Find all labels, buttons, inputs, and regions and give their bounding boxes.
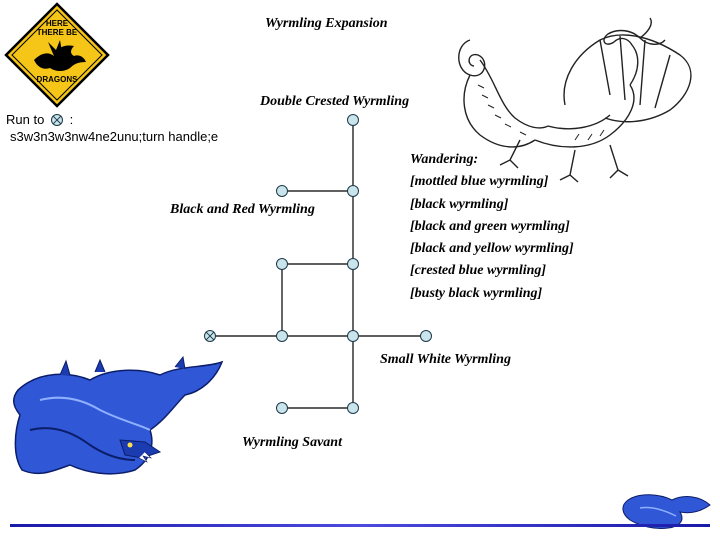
wandering-item: [black wyrmling] — [410, 196, 509, 212]
wandering-list: Wandering: [mottled blue wyrmling] [blac… — [410, 149, 574, 305]
room-node — [347, 330, 359, 342]
room-node — [276, 258, 288, 270]
room-node — [276, 185, 288, 197]
map-nodes — [276, 114, 432, 414]
wandering-item: [busty black wyrmling] — [410, 285, 543, 301]
sign-line-1: HERE — [46, 19, 69, 28]
wandering-heading: Wandering: — [410, 152, 479, 167]
room-node — [347, 258, 359, 270]
label-small-white-wyrmling: Small White Wyrmling — [380, 352, 511, 367]
blue-dragon-icon — [13, 355, 224, 475]
room-node — [347, 402, 359, 414]
crossed-circle-icon — [50, 114, 63, 126]
run-to-prefix: Run to — [6, 112, 45, 127]
page-title: Wyrmling Expansion — [265, 16, 388, 31]
start-marker-icon — [204, 330, 216, 342]
room-node — [347, 185, 359, 197]
run-to-line: Run to : — [6, 112, 73, 127]
wandering-item: [crested blue wyrmling] — [410, 263, 547, 279]
run-directions: s3w3n3w3nw4ne2unu;turn handle;e — [10, 129, 219, 144]
label-black-and-red-wyrmling: Black and Red Wyrmling — [170, 202, 315, 217]
room-node-double-crested — [347, 114, 359, 126]
sign-line-3: DRAGONS — [37, 75, 79, 84]
room-node — [276, 330, 288, 342]
label-wyrmling-savant: Wyrmling Savant — [242, 435, 342, 450]
label-double-crested-wyrmling: Double Crested Wyrmling — [260, 94, 410, 109]
bottom-divider — [10, 524, 710, 527]
wandering-item: [mottled blue wyrmling] — [410, 174, 549, 190]
wandering-item: [black and green wyrmling] — [410, 218, 570, 234]
run-to-suffix: : — [69, 112, 74, 127]
line-art-dragon-icon — [458, 17, 692, 183]
wandering-item: [black and yellow wyrmling] — [410, 241, 574, 257]
sign-line-2: THERE BE — [37, 28, 78, 37]
room-node-savant — [276, 402, 288, 414]
small-blue-dragon-icon — [622, 494, 711, 529]
room-node-small-white — [420, 330, 432, 342]
here-be-dragons-sign: HERE THERE BE DRAGONS — [4, 2, 110, 108]
